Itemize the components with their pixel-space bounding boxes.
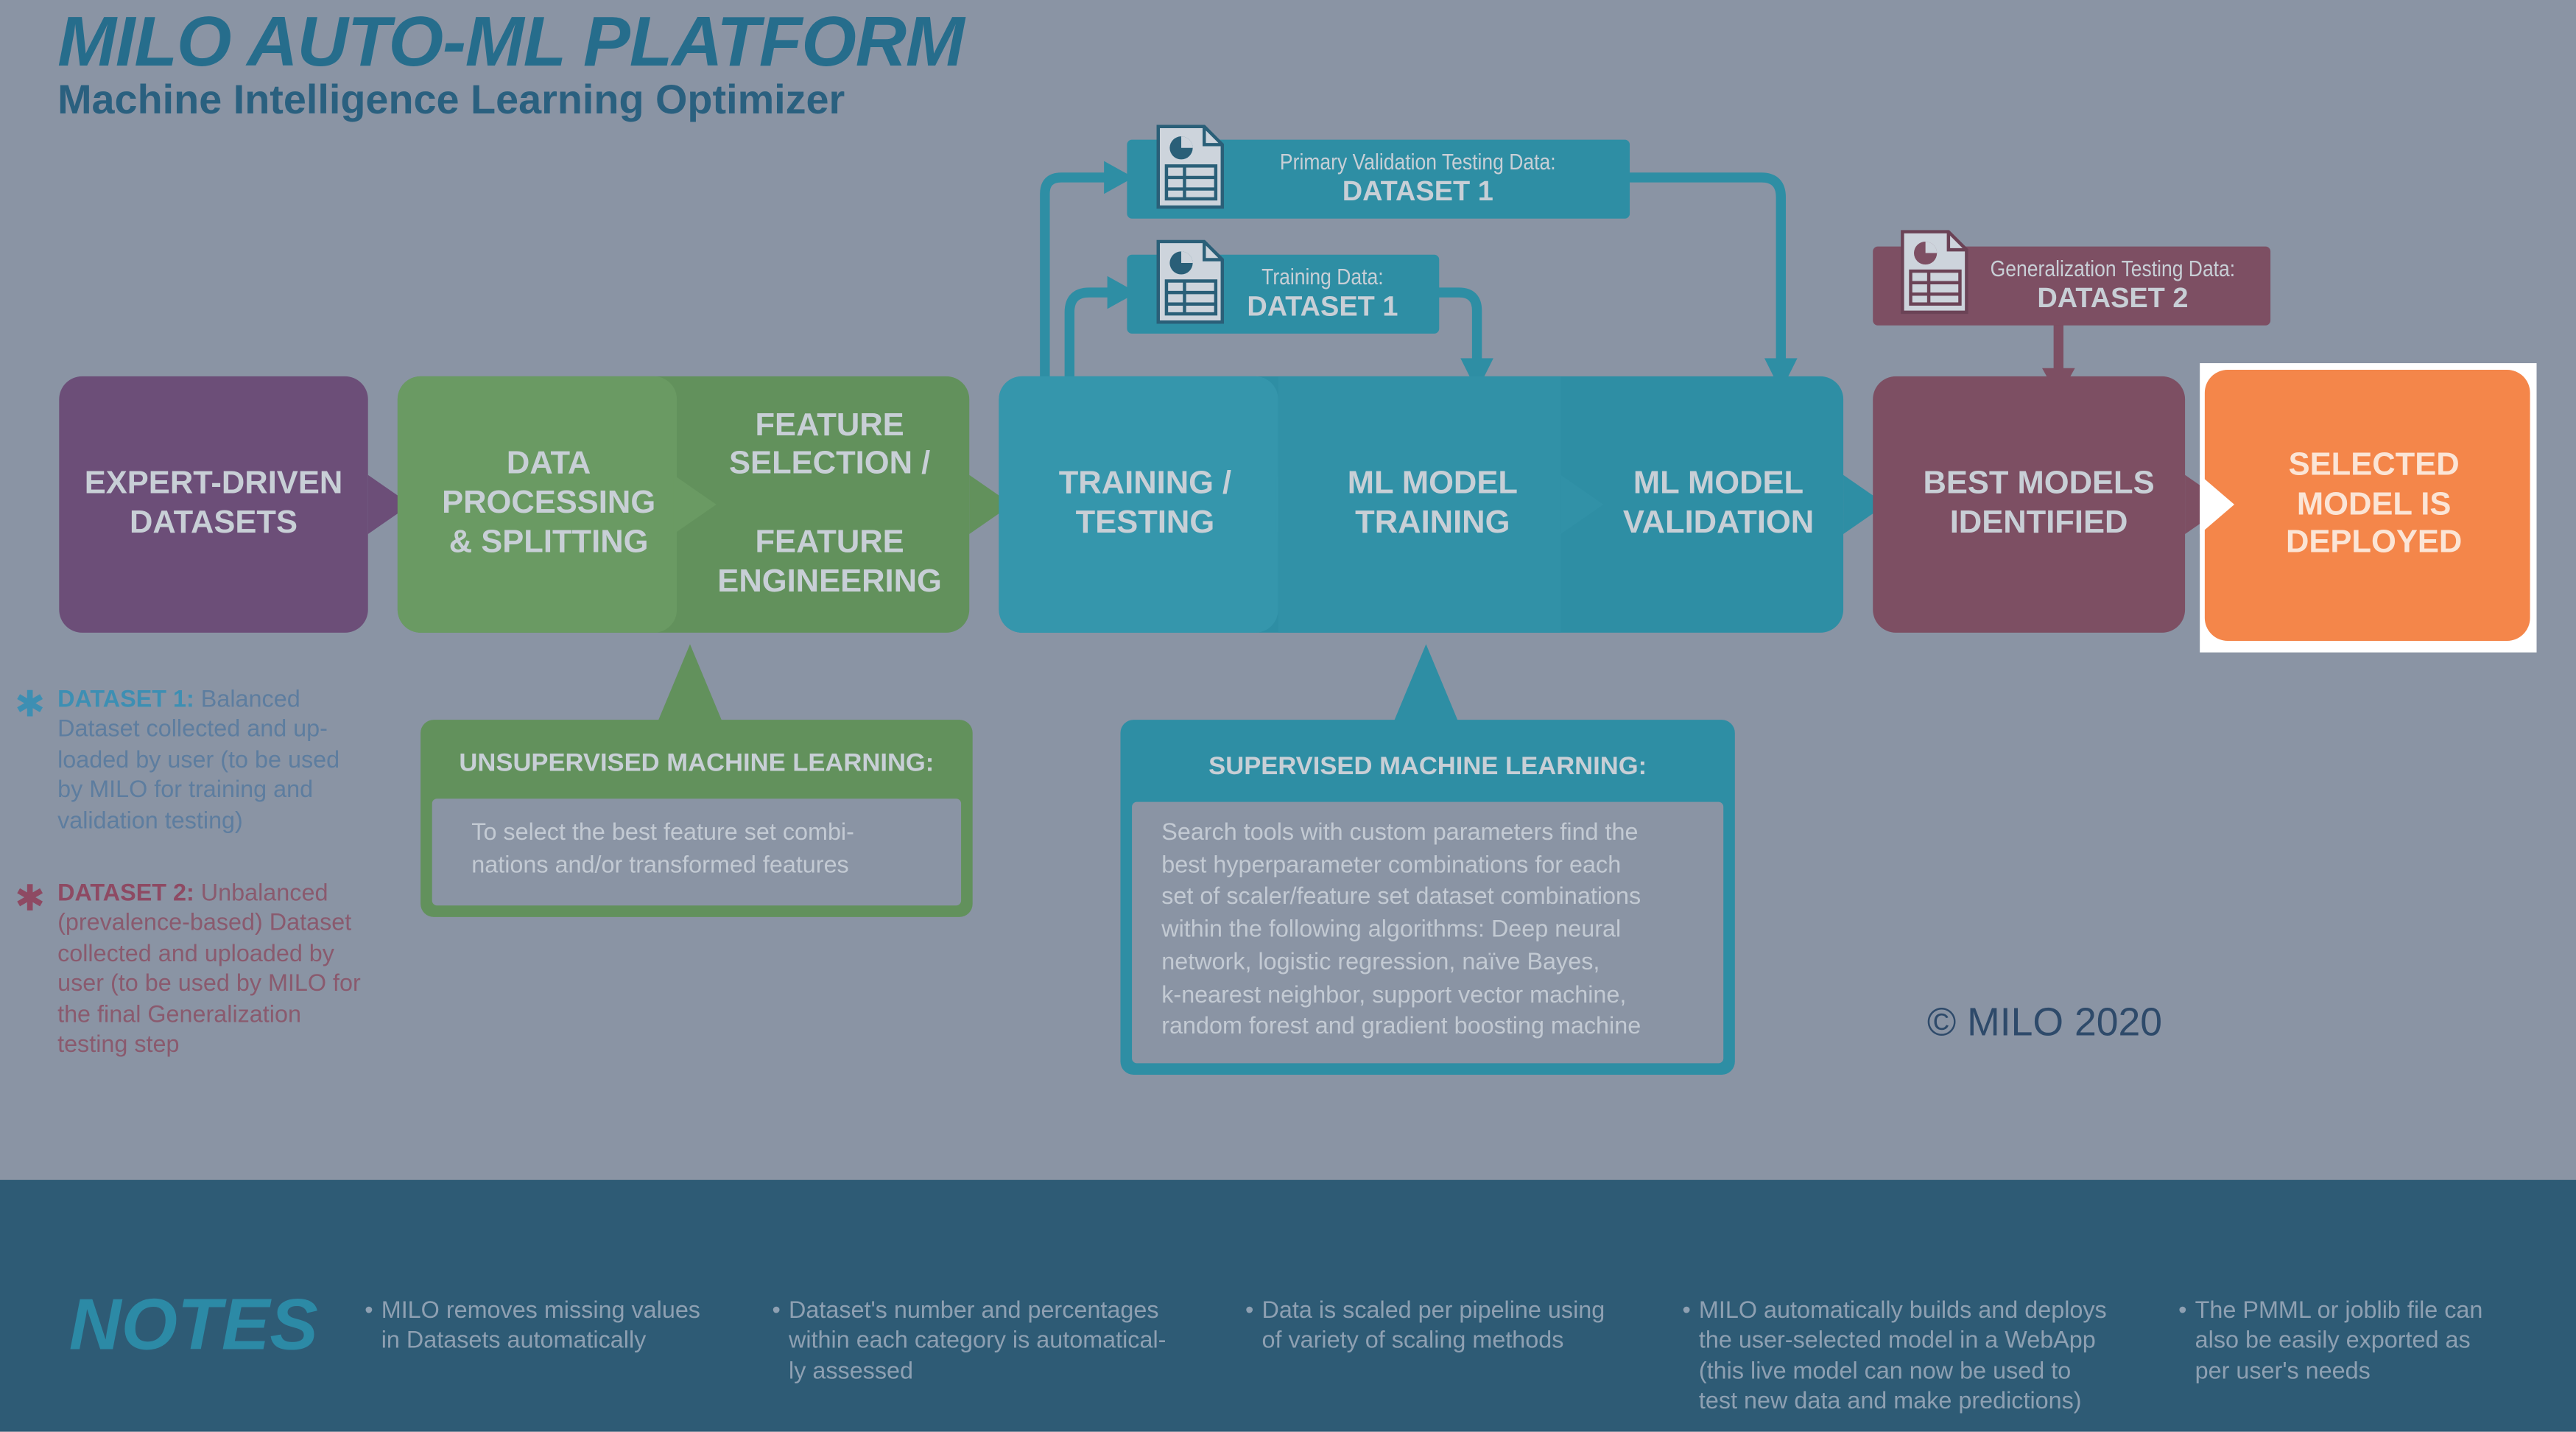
spreadsheet-document-icon bbox=[1156, 124, 1225, 209]
stage-training-testing-shade bbox=[999, 376, 1278, 633]
stage-model-training-shade bbox=[1278, 376, 1561, 633]
supervised-ml-title: SUPERVISED MACHINE LEARNING: bbox=[1208, 752, 1647, 781]
notes-band bbox=[0, 1179, 2576, 1432]
connector-to-training-data bbox=[1064, 287, 1114, 379]
chevron-processing-to-feature bbox=[673, 474, 717, 535]
pointer-supervised bbox=[1393, 644, 1460, 723]
page-title: MILO AUTO-ML PLATFORM bbox=[57, 3, 965, 83]
bullet-icon: • bbox=[365, 1298, 373, 1325]
stage-expert-datasets: EXPERT-DRIVEN DATASETS bbox=[84, 465, 343, 541]
stage-best-models: BEST MODELS IDENTIFIED bbox=[1923, 465, 2155, 541]
connector-training-to-model-training bbox=[1435, 287, 1482, 365]
copyright-text: © MILO 2020 bbox=[1926, 1000, 2163, 1045]
chevron-model-training-to-validation bbox=[1560, 474, 1604, 535]
chevron-expert-to-processing bbox=[367, 474, 411, 535]
legend-dataset-2-text: Unbalanced (prevalence-based) Dataset co… bbox=[57, 880, 361, 1059]
arrowhead-model-training bbox=[1460, 358, 1493, 391]
training-data-name: DATASET 1 bbox=[1247, 290, 1398, 323]
supervised-ml-body: Search tools with custom parameters find… bbox=[1132, 801, 1724, 1064]
asterisk-icon: ✱ bbox=[15, 684, 46, 725]
legend-dataset-2-label: DATASET 2: bbox=[57, 880, 194, 908]
note-text: The PMML or joblib file can also be easi… bbox=[2195, 1298, 2483, 1385]
unsupervised-ml-title: UNSUPERVISED MACHINE LEARNING: bbox=[459, 749, 935, 778]
bullet-icon: • bbox=[772, 1298, 781, 1325]
validation-data-name: DATASET 1 bbox=[1342, 175, 1493, 208]
legend-dataset-1: ✱ DATASET 1: Balanced Dataset collected … bbox=[15, 684, 384, 836]
arrowhead-model-validation bbox=[1764, 358, 1798, 391]
stage-ml-model-validation: ML MODEL VALIDATION bbox=[1622, 465, 1815, 541]
legend-dataset-2: ✱ DATASET 2: Unbalanced (prevalence-base… bbox=[15, 877, 384, 1061]
stage-data-processing: DATA PROCESSING & SPLITTING bbox=[442, 446, 656, 561]
stage-best-models-block bbox=[1873, 376, 2186, 633]
unsupervised-ml-box: UNSUPERVISED MACHINE LEARNING: To select… bbox=[420, 720, 973, 917]
chevron-validation-to-best bbox=[1843, 474, 1887, 535]
connector-generalization bbox=[2053, 322, 2064, 372]
chevron-into-deployed bbox=[2200, 474, 2235, 535]
note-item: • MILO automatically builds and deploys … bbox=[1682, 1296, 2167, 1417]
note-text: Data is scaled per pipeline using of var… bbox=[1261, 1298, 1605, 1355]
stage-training-testing: TRAINING / TESTING bbox=[1058, 465, 1232, 541]
note-item: • The PMML or joblib file can also be ea… bbox=[2178, 1296, 2556, 1386]
validation-data-caption: Primary Validation Testing Data: bbox=[1279, 150, 1556, 175]
note-item: • MILO removes missing values in Dataset… bbox=[365, 1296, 742, 1356]
note-text: Dataset's number and percentages within … bbox=[789, 1298, 1166, 1385]
stage-model-deployed: SELECTED MODEL IS DEPLOYED bbox=[2285, 446, 2463, 561]
note-text: MILO automatically builds and deploys th… bbox=[1698, 1298, 2107, 1415]
legend-dataset-1-label: DATASET 1: bbox=[57, 687, 194, 714]
spreadsheet-document-icon bbox=[1156, 239, 1225, 324]
asterisk-icon: ✱ bbox=[15, 877, 46, 919]
arrowhead-validation-data bbox=[1104, 161, 1134, 194]
notes-title: NOTES bbox=[68, 1285, 318, 1366]
chevron-feature-to-training bbox=[969, 474, 1013, 535]
training-data-caption: Training Data: bbox=[1261, 265, 1384, 290]
arrowhead-training-data bbox=[1107, 275, 1137, 309]
note-item: • Dataset's number and percentages withi… bbox=[773, 1296, 1216, 1386]
stage-feature-engineering: FEATURE SELECTION / FEATURE ENGINEERING bbox=[717, 407, 942, 600]
connector-to-validation-data bbox=[1040, 172, 1111, 379]
stage-ml-model-training: ML MODEL TRAINING bbox=[1347, 465, 1518, 541]
stage-deployed-block bbox=[2204, 369, 2530, 642]
legend-dataset-1-text: Balanced Dataset collected and up- loade… bbox=[57, 687, 340, 835]
spreadsheet-document-icon bbox=[1901, 230, 1968, 315]
unsupervised-ml-body: To select the best feature set combi- na… bbox=[432, 799, 962, 906]
generalization-data-caption: Generalization Testing Data: bbox=[1990, 257, 2236, 282]
stage-processing-shade bbox=[397, 376, 678, 633]
bullet-icon: • bbox=[2178, 1298, 2187, 1325]
note-text: MILO removes missing values in Datasets … bbox=[381, 1298, 700, 1355]
bullet-icon: • bbox=[1682, 1298, 1691, 1325]
supervised-ml-box: SUPERVISED MACHINE LEARNING: Search tool… bbox=[1120, 720, 1735, 1075]
stage-expert-datasets-block bbox=[59, 376, 368, 633]
generalization-data-name: DATASET 2 bbox=[2037, 282, 2189, 315]
note-item: • Data is scaled per pipeline using of v… bbox=[1245, 1296, 1656, 1356]
page-subtitle: Machine Intelligence Learning Optimizer bbox=[57, 77, 845, 124]
bullet-icon: • bbox=[1245, 1298, 1254, 1325]
connector-validation-to-model-validation bbox=[1626, 172, 1786, 365]
pointer-unsupervised bbox=[657, 644, 723, 723]
